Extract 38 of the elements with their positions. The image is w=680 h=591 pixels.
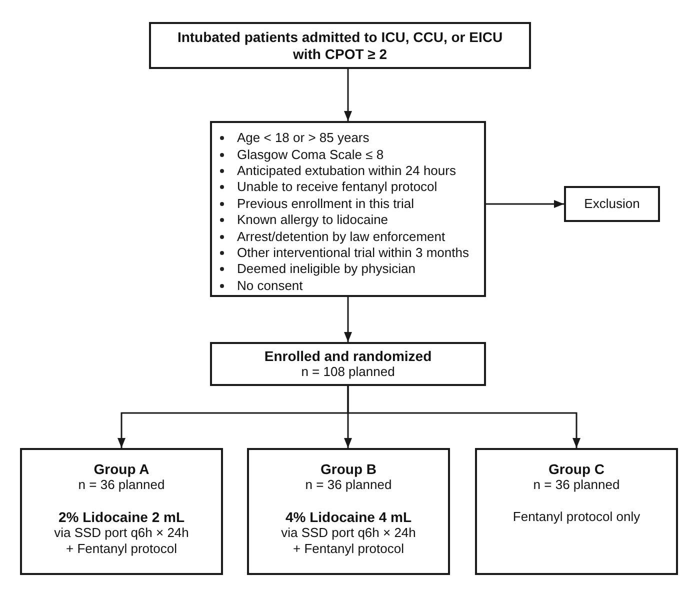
- criterion-text: Glasgow Coma Scale ≤ 8: [237, 146, 384, 163]
- criterion-text: Deemed ineligible by physician: [237, 261, 416, 278]
- arrow: [344, 297, 352, 342]
- process-box: [564, 186, 660, 222]
- criterion-text: Anticipated extubation within 24 hours: [237, 162, 456, 179]
- sample-size: n = 36 planned: [305, 477, 392, 493]
- criterion-text: Other interventional trial within 3 months: [237, 244, 469, 261]
- treatment-text: 4% Lidocaine 4 mL: [285, 509, 412, 525]
- arrow: [347, 386, 580, 448]
- process-box: [210, 342, 486, 386]
- arrow: [344, 69, 352, 121]
- route-text: via SSD port q6h × 24h: [54, 525, 189, 541]
- criterion-text: Previous enrollment in this trial: [237, 196, 414, 212]
- criterion-text: Age < 18 or > 85 years: [237, 130, 370, 146]
- group-heading: Group A: [94, 461, 150, 477]
- treatment-text: Fentanyl protocol only: [512, 509, 640, 525]
- process-box: [149, 22, 531, 69]
- box-heading: Enrolled and randomized: [264, 348, 432, 364]
- group-box: [475, 448, 678, 575]
- box-label: Exclusion: [584, 196, 640, 212]
- group-heading: Group B: [320, 461, 376, 477]
- group-box: [20, 448, 223, 575]
- box-heading: Intubated patients admitted to ICU, CCU, or EICU with CPOT ≥ 2: [176, 28, 504, 62]
- sample-size: n = 36 planned: [78, 477, 165, 493]
- group-box: [247, 448, 450, 575]
- arrow: [486, 200, 564, 208]
- group-heading: Group C: [548, 461, 604, 477]
- protocol-text: + Fentanyl protocol: [66, 541, 177, 557]
- criterion-text: Arrest/detention by law enforcement: [237, 228, 446, 245]
- criterion-text: Unable to receive fentanyl protocol: [237, 179, 438, 196]
- box-subtext: n = 108 planned: [301, 364, 395, 380]
- criterion-text: Known allergy to lidocaine: [237, 212, 388, 228]
- treatment-text: 2% Lidocaine 2 mL: [58, 509, 185, 525]
- protocol-text: + Fentanyl protocol: [293, 541, 404, 557]
- route-text: via SSD port q6h × 24h: [281, 525, 416, 541]
- criterion-text: No consent: [237, 278, 303, 294]
- criteria-box: [210, 121, 486, 297]
- sample-size: n = 36 planned: [533, 477, 620, 493]
